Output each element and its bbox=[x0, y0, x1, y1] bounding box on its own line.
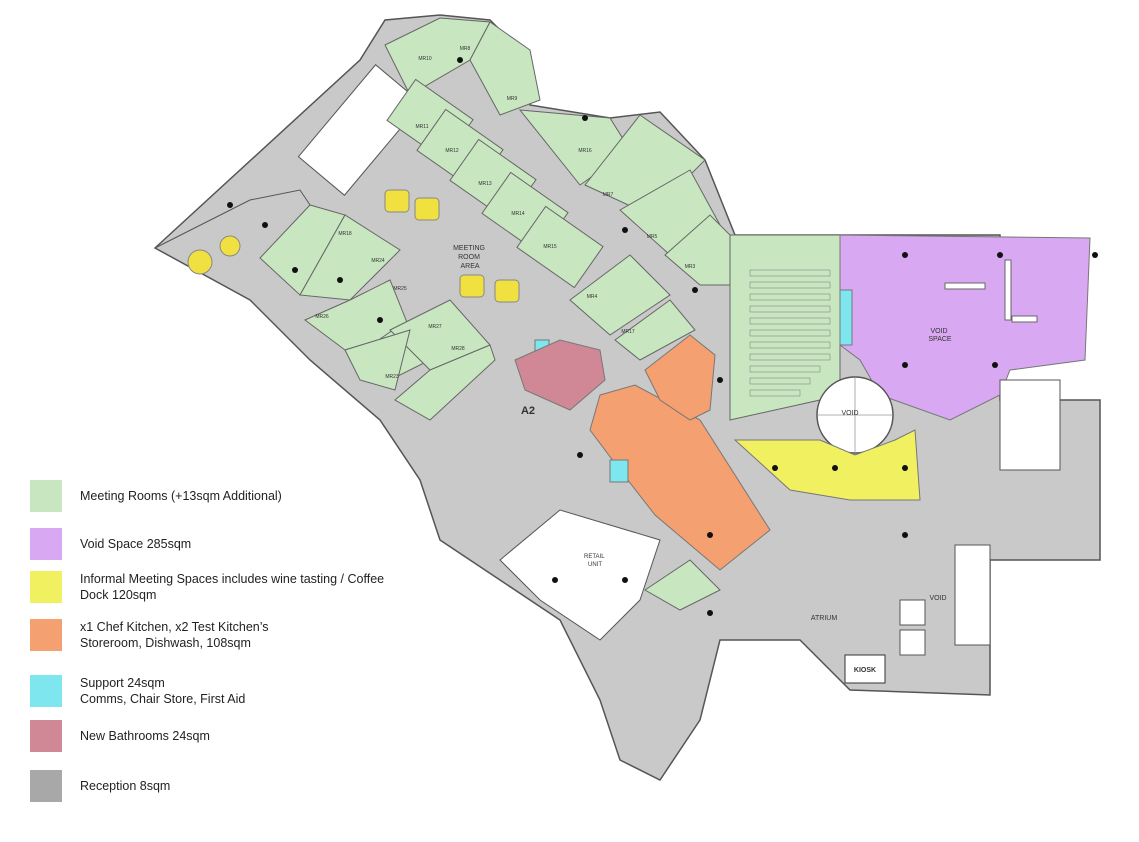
a2-label: A2 bbox=[521, 405, 535, 417]
west-stair-core bbox=[297, 64, 423, 196]
new-bathrooms bbox=[514, 339, 606, 411]
legend-swatch-reception bbox=[30, 770, 62, 802]
svg-text:MR14: MR14 bbox=[511, 211, 525, 217]
legend-informal-meeting: Informal Meeting Spaces includes wine ta… bbox=[30, 571, 384, 603]
legend-label-meeting: Meeting Rooms (+13sqm Additional) bbox=[80, 489, 282, 503]
support-room-3 bbox=[839, 289, 853, 346]
svg-text:MR3: MR3 bbox=[685, 264, 696, 270]
legend-swatch-kitchen bbox=[30, 619, 62, 651]
legend-swatch-support bbox=[30, 675, 62, 707]
void-space bbox=[839, 234, 1091, 421]
legend-label-kitchen: x1 Chef Kitchen, x2 Test Kitchen’s Store… bbox=[80, 620, 269, 650]
svg-text:MR9: MR9 bbox=[507, 96, 518, 102]
svg-text:MR26: MR26 bbox=[315, 314, 329, 320]
legend-meeting-rooms: Meeting Rooms (+13sqm Additional) bbox=[30, 480, 282, 512]
kitchen-main bbox=[589, 384, 771, 571]
east-core bbox=[999, 379, 1061, 471]
informal-pods bbox=[187, 189, 520, 303]
legend-swatch-informal bbox=[30, 571, 62, 603]
svg-text:MR4: MR4 bbox=[587, 294, 598, 300]
legend-label-reception: Reception 8sqm bbox=[80, 779, 171, 793]
lecture-seating bbox=[749, 269, 831, 397]
meeting-rooms bbox=[259, 17, 841, 611]
support-room-2 bbox=[609, 459, 629, 483]
svg-text:MR24: MR24 bbox=[371, 258, 385, 264]
structural-columns bbox=[227, 57, 1098, 616]
legend-bathrooms: New Bathrooms 24sqm bbox=[30, 720, 210, 752]
circular-void-label: VOID bbox=[841, 410, 858, 417]
legend-label-support: Support 24sqm Comms, Chair Store, First … bbox=[80, 676, 246, 706]
svg-text:MR15: MR15 bbox=[543, 244, 557, 250]
svg-text:MR10: MR10 bbox=[418, 56, 432, 62]
void-right-label: VOID bbox=[929, 595, 946, 602]
legend-swatch-void bbox=[30, 528, 62, 560]
legend-label-void: Void Space 285sqm bbox=[80, 537, 192, 551]
lift-1 bbox=[899, 599, 926, 626]
legend-kitchens: x1 Chef Kitchen, x2 Test Kitchen’s Store… bbox=[30, 619, 269, 651]
retail-unit-area bbox=[499, 509, 661, 641]
legend-support: Support 24sqm Comms, Chair Store, First … bbox=[30, 675, 245, 707]
svg-text:MR23: MR23 bbox=[385, 374, 399, 380]
void-space-label: VOID SPACE bbox=[928, 328, 952, 343]
svg-text:MR13: MR13 bbox=[478, 181, 492, 187]
legend-label-bathrooms: New Bathrooms 24sqm bbox=[80, 729, 210, 743]
svg-text:MR25: MR25 bbox=[393, 286, 407, 292]
informal-coffee-dock bbox=[733, 429, 921, 501]
legend-swatch-meeting bbox=[30, 480, 62, 512]
meeting-room-area-label: MEETING ROOM AREA bbox=[453, 245, 487, 270]
retail-unit-label: RETAIL UNIT bbox=[584, 554, 606, 568]
svg-text:MR17: MR17 bbox=[621, 329, 635, 335]
legend-swatch-bathrooms bbox=[30, 720, 62, 752]
room-numbers: MR10 MR8 MR9 MR11 MR12 MR13 MR14 MR15 MR… bbox=[315, 46, 695, 380]
svg-text:MR16: MR16 bbox=[578, 148, 592, 154]
atrium-label: ATRIUM bbox=[811, 615, 837, 622]
svg-text:MR8: MR8 bbox=[460, 46, 471, 52]
kiosk-label: KIOSK bbox=[854, 667, 876, 674]
svg-text:MR12: MR12 bbox=[445, 148, 459, 154]
east-stairs bbox=[954, 544, 991, 646]
lift-2 bbox=[899, 629, 926, 656]
void-walls bbox=[944, 259, 1038, 323]
svg-text:MR5: MR5 bbox=[647, 234, 658, 240]
svg-text:MR28: MR28 bbox=[451, 346, 465, 352]
kiosk-box bbox=[844, 654, 886, 684]
svg-text:MR27: MR27 bbox=[428, 324, 442, 330]
svg-text:MR7: MR7 bbox=[603, 192, 614, 198]
legend-reception: Reception 8sqm bbox=[30, 770, 170, 802]
kitchen-test bbox=[644, 334, 716, 421]
svg-text:MR11: MR11 bbox=[416, 124, 429, 130]
svg-text:MR18: MR18 bbox=[338, 231, 352, 237]
legend-void-space: Void Space 285sqm bbox=[30, 528, 191, 560]
legend-label-informal: Informal Meeting Spaces includes wine ta… bbox=[80, 572, 385, 602]
